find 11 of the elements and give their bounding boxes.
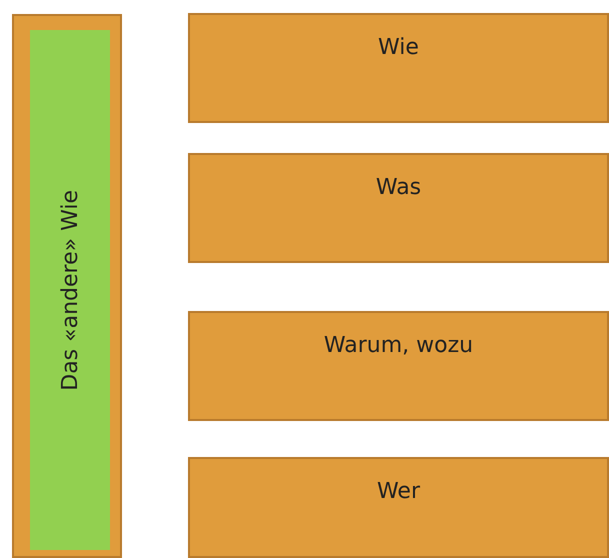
box-label: Was <box>376 175 422 200</box>
category-box <box>188 153 609 263</box>
box-label: Wie <box>378 35 419 60</box>
category-box <box>188 311 609 421</box>
box-label: Warum, wozu <box>324 333 474 358</box>
category-box <box>188 13 609 123</box>
category-box <box>188 457 609 558</box>
box-label: Das «andere» Wie <box>58 190 82 390</box>
box-label: Wer <box>376 479 420 504</box>
frame-box <box>12 14 122 558</box>
vertical-bar <box>30 30 110 550</box>
